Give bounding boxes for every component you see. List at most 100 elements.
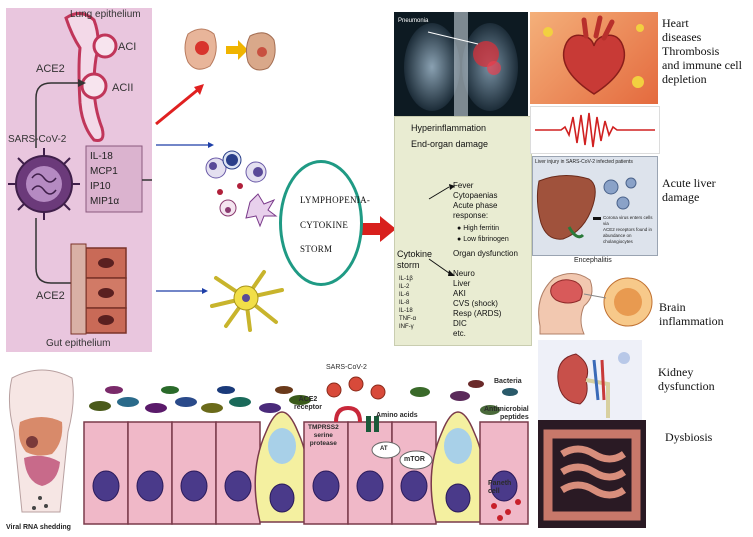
body-illustration <box>8 369 74 513</box>
cytokine-item: MIP1α <box>90 196 120 207</box>
lung-epithelium-label: Lung epithelium <box>70 9 141 20</box>
kidney-illustration <box>557 352 630 418</box>
organ-item: CVS (shock) <box>453 299 498 308</box>
heart-caption-line: Heart <box>662 16 689 30</box>
lab-bullets: ● High ferritin ● Low fibrinogen <box>457 223 509 245</box>
antimicrobial-label: Antimicrobial peptides <box>484 406 529 422</box>
cytokine-storm-line: storm <box>397 260 420 270</box>
cytokine-level-item: INF-γ <box>399 324 414 330</box>
ace2-top-label: ACE2 <box>36 63 65 75</box>
cytokine-level-item: IL-8 <box>399 300 410 306</box>
infection-pathway-panel: Lung epithelium ACI ACII ACE2 SARS-CoV-2… <box>6 8 152 352</box>
fever-block: Fever Cytopaenias Acute phase response: <box>453 181 497 221</box>
immune-cells-illustration <box>205 150 278 228</box>
organ-dysfunction-label: Organ dysfunction <box>453 249 518 258</box>
heart-caption-line: Thrombosis <box>662 44 720 58</box>
liver-caption-line: Acute liver <box>662 176 716 190</box>
cytokine-level-item: IL-6 <box>399 292 410 298</box>
ecg-waveform <box>535 112 655 148</box>
cytokine-item: IP10 <box>90 181 111 192</box>
neuron-illustration <box>210 270 284 332</box>
clinical-features-panel: Hyperinflammation End-organ damage Fever… <box>394 116 532 346</box>
organ-dysfunction-list: Neuro Liver AKI CVS (shock) Resp (ARDS) … <box>453 269 501 339</box>
fever-line: Acute phase <box>453 201 498 210</box>
heart-caption: Heart diseases Thrombosis and immune cel… <box>662 16 742 86</box>
heart-caption-line: diseases <box>662 30 702 44</box>
liver-image: Liver injury in SARS-CoV-2 infected pati… <box>532 156 658 256</box>
body-silhouette <box>2 362 80 522</box>
paneth-line: Paneth <box>488 480 512 487</box>
brain-caption: Brain inflammation <box>659 300 724 328</box>
ace2-receptor-label: ACE2 receptor <box>294 396 322 412</box>
organ-item: Neuro <box>453 269 475 278</box>
liver-caption-line: damage <box>662 190 700 204</box>
liver-note: Corona virus enters cells via ACE2 recep… <box>603 215 657 245</box>
viral-rna-shedding-label: Viral RNA shedding <box>6 524 71 531</box>
end-organ-label: End-organ damage <box>411 139 489 149</box>
at-label: AT <box>380 446 388 452</box>
fever-line: Fever <box>453 181 474 190</box>
brain-image <box>532 266 656 336</box>
liver-note-line: ACE2 receptors found in <box>603 227 653 232</box>
cytokine-storm-ellipse <box>279 160 363 286</box>
ecg-strip <box>530 106 660 154</box>
paneth-line: cell <box>488 488 500 495</box>
cytokine-item: IL-18 <box>90 151 113 162</box>
fever-line: Cytopaenias <box>453 191 498 200</box>
brain-illustration <box>538 273 653 335</box>
pathway-illustration <box>8 12 152 335</box>
amino-acids-label: Amino acids <box>376 412 418 419</box>
liver-note-line: Corona virus enters cells via <box>603 215 653 226</box>
lab-bullet: ● Low fibrinogen <box>457 236 509 243</box>
storm-line-1: LYMPHOPENIA- <box>300 195 371 205</box>
ace2-receptor-line: receptor <box>294 404 323 411</box>
cytokine-list: IL-18 MCP1 IP10 MIP1α <box>90 149 119 209</box>
antimicrobial-line: peptides <box>499 414 529 421</box>
chest-xray: Pneumonia <box>394 12 528 116</box>
cytokine-level-item: IL-2 <box>399 284 410 290</box>
tmprss2-line: protease <box>309 440 337 447</box>
liver-caption: Acute liver damage <box>662 176 716 204</box>
kidney-caption: Kidney dysfunction <box>658 365 715 393</box>
virus-label: SARS-CoV-2 <box>8 134 67 145</box>
lung-tissue-illustration <box>184 28 276 71</box>
bacteria-label: Bacteria <box>494 378 522 385</box>
kidney-image <box>538 340 642 420</box>
heart-caption-line: and immune cell <box>662 58 742 72</box>
storm-line-3: STORM <box>300 244 333 254</box>
xray-label: Pneumonia <box>398 18 429 24</box>
intestine-image <box>538 420 646 528</box>
fever-line: response: <box>453 211 489 220</box>
liver-image-title: Liver injury in SARS-CoV-2 infected pati… <box>535 159 633 165</box>
storm-line-2: CYTOKINE <box>300 220 349 230</box>
tmprss2-line: TMPRSS2 <box>308 424 339 431</box>
heart-image <box>530 12 658 104</box>
cytokine-storm-line: Cytokine <box>397 249 433 259</box>
cytokine-storm-label: Cytokine storm <box>397 249 432 271</box>
sars-cov2-label: SARS-CoV-2 <box>326 364 367 371</box>
antimicrobial-line: Antimicrobial <box>484 406 529 413</box>
epithelium-strip: SARS-CoV-2 Bacteria ACE2 receptor TMPRSS… <box>80 362 532 532</box>
organ-item: DIC <box>453 319 467 328</box>
mtor-label: mTOR <box>404 456 425 463</box>
aci-label: ACI <box>118 41 137 53</box>
liver-note-line: abundance on cholangiocytes <box>603 233 633 244</box>
intestine-illustration <box>543 429 641 521</box>
clinical-arrows <box>428 184 455 276</box>
ace2-bottom-label: ACE2 <box>36 290 65 302</box>
acii-label: ACII <box>112 82 134 94</box>
epithelium-illustration <box>83 376 529 525</box>
heart-illustration <box>543 15 644 95</box>
tmprss2-line: serine <box>313 432 333 439</box>
gut-epithelium-label: Gut epithelium <box>46 338 111 349</box>
heart-caption-line: depletion <box>662 72 707 86</box>
ace2-receptor-line: ACE2 <box>298 396 318 403</box>
encephalitis-label: Encephalitis <box>574 257 612 264</box>
cytokine-level-item: TNF-α <box>399 316 417 322</box>
xray-image <box>404 12 518 116</box>
dysbiosis-caption: Dysbiosis <box>665 430 713 444</box>
lab-bullet: ● High ferritin <box>457 225 499 232</box>
liver-illustration <box>536 175 637 240</box>
kidney-caption-line: dysfunction <box>658 379 715 393</box>
organ-item: AKI <box>453 289 466 298</box>
